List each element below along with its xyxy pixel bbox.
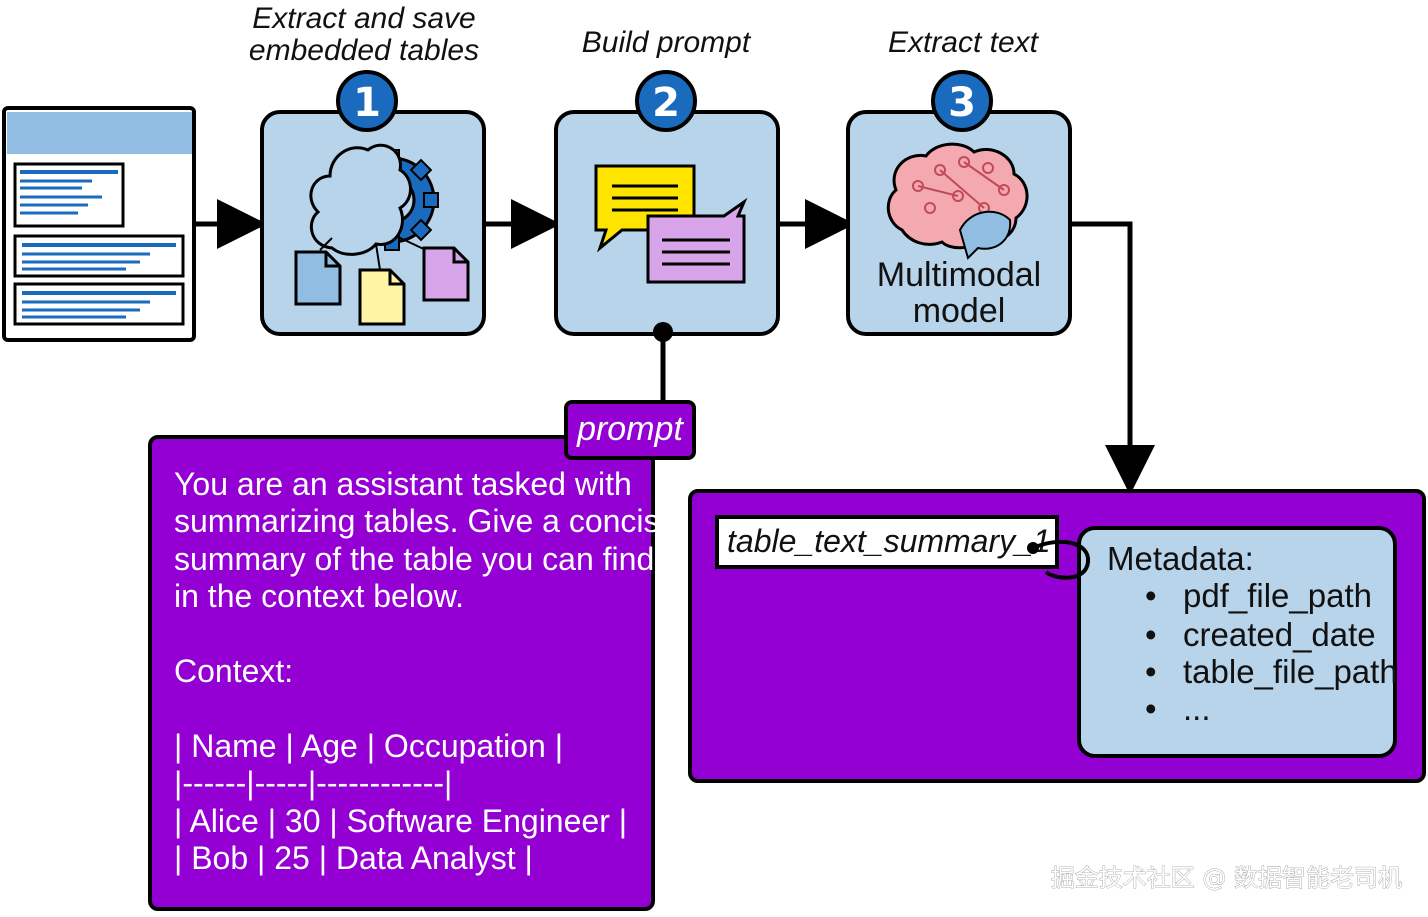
prompt-panel: You are an assistant tasked with summari… — [148, 435, 677, 911]
bullet-2: • — [1145, 616, 1157, 653]
brain-icon — [886, 142, 1029, 260]
chat-bubble-purple-icon — [646, 197, 748, 284]
metadata-item-3: table_file_path — [1183, 653, 1398, 690]
metadata-item-2: created_date — [1183, 616, 1376, 653]
stage-1-label-line-2: embedded tables — [249, 34, 479, 67]
metadata-box — [1077, 526, 1397, 758]
step-2-number: 2 — [652, 80, 680, 126]
link-loop — [1032, 539, 1090, 580]
cloud-icon — [309, 143, 412, 256]
file-yellow-icon — [358, 268, 406, 326]
model-label-line-2: model — [913, 292, 1006, 330]
prompt-line-6: Context: — [174, 653, 293, 689]
stage-3-label: Extract text — [888, 26, 1040, 59]
prompt-tag: prompt — [564, 400, 696, 460]
prompt-line-2: summarizing tables. Give a concise — [174, 503, 677, 539]
output-panel: table_text_summary_1 Metadata: • pdf_fil… — [688, 489, 1426, 783]
prompt-tag-label: prompt — [576, 410, 684, 448]
file-blue-icon — [294, 250, 342, 306]
prompt-line-11: | Bob | 25 | Data Analyst | — [174, 840, 533, 876]
metadata-title: Metadata: — [1107, 540, 1254, 577]
prompt-line-1: You are an assistant tasked with — [174, 466, 632, 502]
prompt-line-8: | Name | Age | Occupation | — [174, 728, 563, 764]
bullet-1: • — [1145, 577, 1157, 614]
prompt-connector-dot — [653, 322, 673, 342]
arrow-step3-to-output — [1072, 221, 1155, 495]
stage-2-label: Build prompt — [582, 26, 752, 59]
watermark: 掘金技术社区 @ 数据智能老司机 — [1051, 864, 1402, 892]
bullet-4: • — [1145, 690, 1157, 727]
step-3-number: 3 — [948, 80, 976, 126]
stage-3-box: Multimodal model — [846, 110, 1072, 336]
prompt-line-9: |------|-----|------------| — [174, 765, 452, 801]
step-1-badge: 1 — [336, 70, 398, 132]
prompt-line-4: in the context below. — [174, 578, 464, 614]
step-1-number: 1 — [353, 80, 381, 126]
step-3-badge: 3 — [931, 70, 993, 132]
stage-1-box — [260, 110, 486, 336]
metadata-item-1: pdf_file_path — [1183, 577, 1372, 614]
bullet-3: • — [1145, 653, 1157, 690]
step-2-badge: 2 — [635, 70, 697, 132]
stage-2-box — [554, 110, 780, 336]
prompt-line-3: summary of the table you can find — [174, 541, 654, 577]
prompt-line-10: | Alice | 30 | Software Engineer | — [174, 803, 627, 839]
summary-tag-label: table_text_summary_1 — [727, 523, 1051, 559]
model-label-line-1: Multimodal — [877, 256, 1041, 294]
metadata-item-4: ... — [1183, 690, 1211, 727]
stage-1-label-line-1: Extract and save — [252, 2, 475, 35]
file-purple-icon — [422, 246, 470, 302]
source-document-icon — [2, 106, 196, 342]
